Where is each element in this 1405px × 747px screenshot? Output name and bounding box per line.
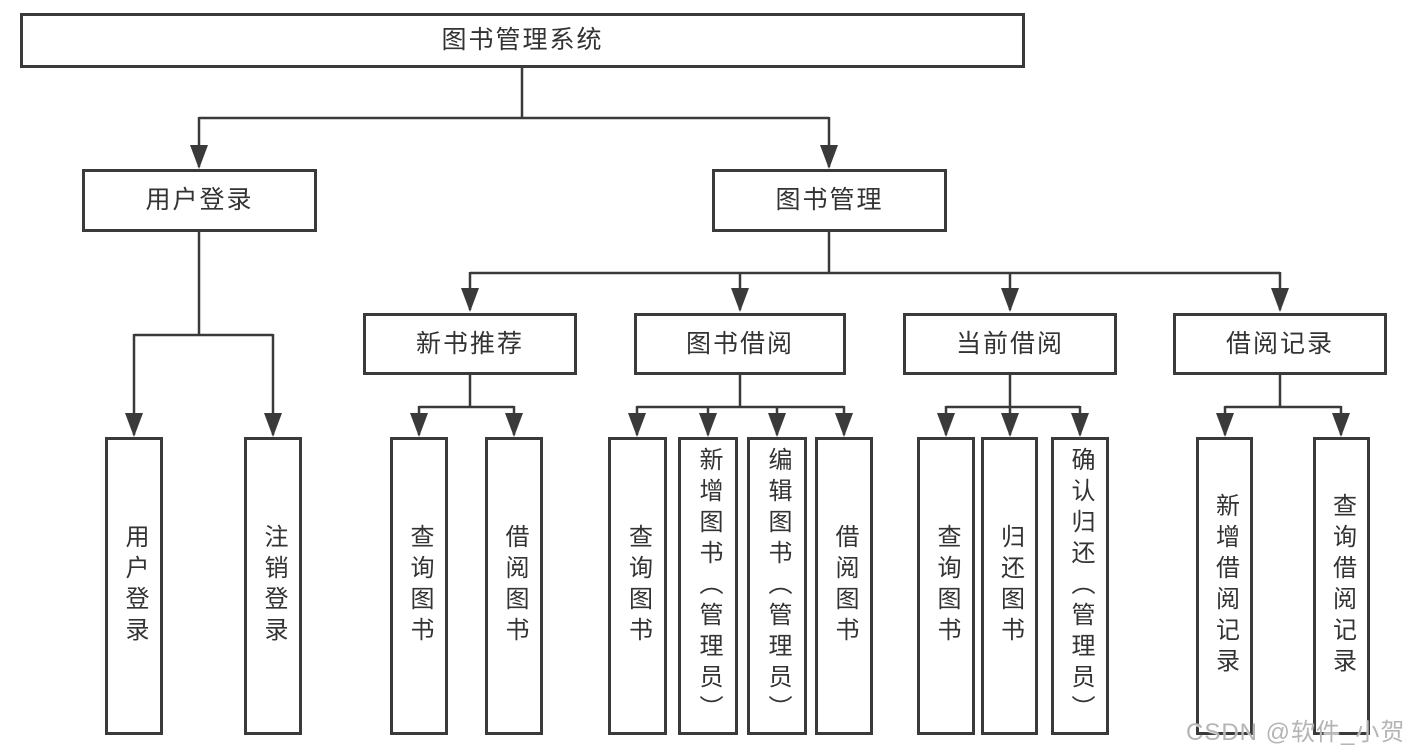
node-borrow-records: 借阅记录 xyxy=(1173,313,1387,375)
node-book-management: 图书管理 xyxy=(712,169,947,232)
leaf-current-return-books: 归还图书 xyxy=(981,437,1038,735)
leaf-current-confirm-return-admin: 确认归还（管理员） xyxy=(1051,437,1109,735)
leaf-records-query-record: 查询借阅记录 xyxy=(1313,437,1370,735)
node-book-borrow: 图书借阅 xyxy=(634,313,846,375)
node-user-login: 用户登录 xyxy=(82,169,317,232)
leaf-borrow-borrow-books: 借阅图书 xyxy=(815,437,873,735)
node-current-borrow: 当前借阅 xyxy=(903,313,1117,375)
leaf-recommend-borrow-books: 借阅图书 xyxy=(485,437,543,735)
leaf-current-query-books: 查询图书 xyxy=(917,437,975,735)
leaf-borrow-edit-books-admin: 编辑图书（管理员） xyxy=(747,437,807,735)
watermark: CSDN @软件_小贺同学 xyxy=(1186,719,1405,746)
node-new-book-recommend: 新书推荐 xyxy=(363,313,577,375)
leaf-logout: 注销登录 xyxy=(244,437,302,735)
node-library-management-system: 图书管理系统 xyxy=(20,13,1025,68)
leaf-recommend-query-books: 查询图书 xyxy=(390,437,448,735)
leaf-borrow-add-books-admin: 新增图书（管理员） xyxy=(678,437,738,735)
leaf-records-add-record: 新增借阅记录 xyxy=(1196,437,1253,735)
leaf-borrow-query-books: 查询图书 xyxy=(608,437,667,735)
leaf-user-login: 用户登录 xyxy=(105,437,163,735)
